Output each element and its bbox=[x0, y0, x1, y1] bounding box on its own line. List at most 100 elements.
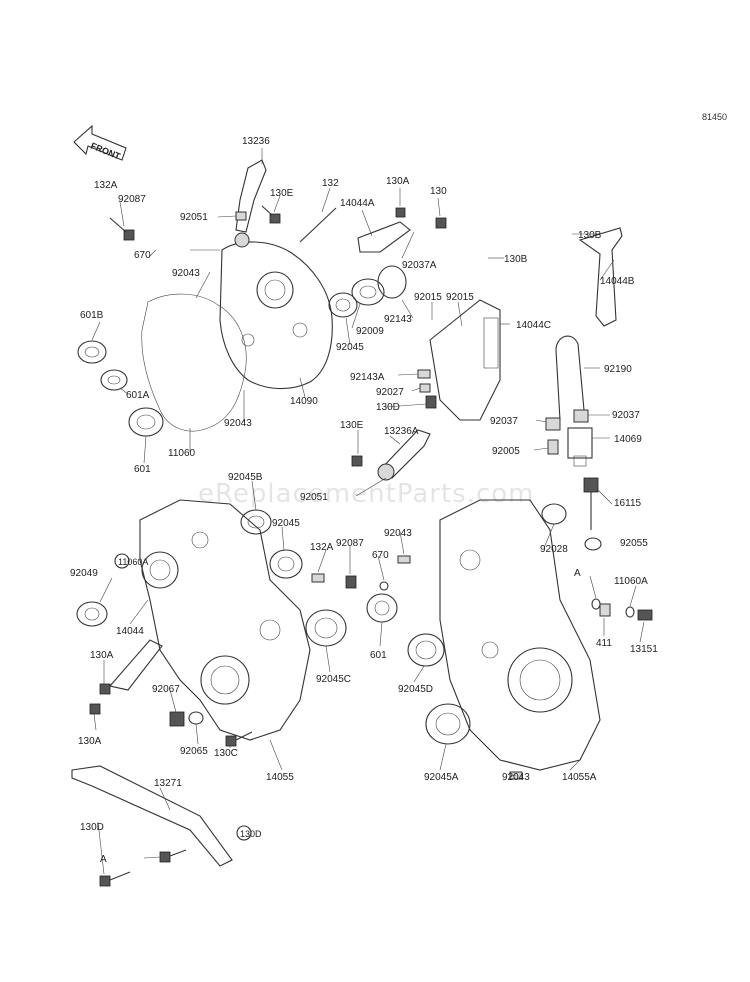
crankcase-bore-left bbox=[141, 551, 179, 589]
label-411: 411 bbox=[596, 638, 612, 649]
label-92067: 92067 bbox=[152, 684, 180, 695]
crankcase-right-hole-1 bbox=[459, 549, 481, 571]
plug-411 bbox=[599, 603, 611, 617]
marker-a-left: 11060A bbox=[114, 553, 148, 569]
label-92009: 92009 bbox=[356, 326, 384, 337]
bracket-14044c bbox=[429, 299, 501, 421]
label-92037a: 92037A bbox=[402, 260, 437, 271]
crankcase-14055 bbox=[139, 499, 311, 741]
cover-hole bbox=[292, 322, 308, 338]
label-14044c: 14044C bbox=[516, 320, 551, 331]
crankcase-14055a bbox=[439, 499, 601, 771]
label-14055: 14055 bbox=[266, 772, 294, 783]
bearing-92045a bbox=[425, 703, 471, 745]
label-11060a-1: A bbox=[574, 568, 581, 579]
label-92087-mid: 92087 bbox=[336, 538, 364, 549]
label-92027: 92027 bbox=[376, 387, 404, 398]
label-92045c: 92045C bbox=[316, 674, 351, 685]
crankcase-bore-main bbox=[200, 655, 250, 705]
cover-hole-2 bbox=[241, 333, 255, 347]
label-14044: 14044 bbox=[116, 626, 144, 637]
crankcase-cover-14090 bbox=[219, 241, 333, 390]
bolt-130d-1 bbox=[99, 871, 131, 887]
oring-670-mid bbox=[379, 581, 389, 591]
bearing-92045b bbox=[240, 509, 272, 535]
crankcase-hole-2 bbox=[259, 619, 281, 641]
bolt-130a-left bbox=[99, 683, 111, 695]
label-14044b: 14044B bbox=[600, 276, 635, 287]
label-92045-top: 92045 bbox=[336, 342, 364, 353]
label-670-mid: 670 bbox=[372, 550, 389, 561]
label-92037-m: 92037 bbox=[490, 416, 518, 427]
label-601a: 601A bbox=[126, 390, 150, 401]
label-92045d: 92045D bbox=[398, 684, 433, 695]
washer-92065 bbox=[188, 711, 204, 725]
pin-92043-c bbox=[397, 555, 411, 564]
label-92015-a: 92015 bbox=[414, 292, 442, 303]
label-14090: 14090 bbox=[290, 396, 318, 407]
crankcase-bore-left-inner bbox=[149, 559, 171, 581]
label-130d-mid: 130D bbox=[376, 402, 400, 413]
oil-seal-601a bbox=[100, 369, 128, 391]
crankcase-bore-main-inner bbox=[210, 665, 240, 695]
leader-lines bbox=[91, 148, 645, 875]
label-92043-d: 92043 bbox=[502, 772, 530, 783]
label-14044a: 14044A bbox=[340, 198, 375, 209]
label-92005: 92005 bbox=[492, 446, 520, 457]
label-92055: 92055 bbox=[620, 538, 648, 549]
oil-seal-601-mid bbox=[366, 593, 398, 623]
bolt-130a-top bbox=[395, 207, 406, 218]
nut-92051 bbox=[235, 211, 247, 221]
label-130a-bot: 130A bbox=[78, 736, 102, 747]
label-92045b: 92045B bbox=[228, 472, 263, 483]
label-13236: 13236 bbox=[242, 136, 270, 147]
bracket-slot bbox=[483, 317, 499, 369]
bearing-92045 bbox=[328, 292, 358, 318]
diagram-code: 81450 bbox=[702, 112, 727, 122]
shift-arm-13236 bbox=[235, 159, 267, 233]
breather-14069 bbox=[567, 427, 593, 467]
bearing-92009 bbox=[351, 278, 385, 306]
gasket-11060a-2 bbox=[625, 606, 635, 618]
clamp-92037-r bbox=[573, 409, 589, 423]
front-arrow-icon: FRONT bbox=[73, 124, 127, 162]
label-130b-2: 130B bbox=[504, 254, 528, 265]
watermark: eReplacementParts.com bbox=[198, 479, 535, 509]
label-92037-r: 92037 bbox=[612, 410, 640, 421]
label-92065: 92065 bbox=[180, 746, 208, 757]
label-132a-top: 132A bbox=[94, 180, 118, 191]
cover-bore-inner bbox=[264, 279, 286, 301]
oil-seal-601b bbox=[77, 340, 107, 364]
label-92143: 92143 bbox=[384, 314, 412, 325]
label-132a-mid: 132A bbox=[310, 542, 334, 553]
guard-13271 bbox=[71, 765, 233, 867]
stud-132 bbox=[299, 207, 337, 243]
pin-92143a bbox=[417, 369, 431, 379]
label-92015-b: 92015 bbox=[446, 292, 474, 303]
switch-16115 bbox=[583, 477, 602, 551]
label-92043-c: 92043 bbox=[384, 528, 412, 539]
label-92043-a: 92043 bbox=[172, 268, 200, 279]
bolt-130e-mid bbox=[351, 455, 363, 467]
label-130d-1: 130D bbox=[80, 822, 104, 833]
label-11060: 11060 bbox=[168, 448, 196, 459]
shift-arm-13236a-hub bbox=[377, 463, 395, 481]
gasket-11060a-1 bbox=[591, 598, 601, 610]
nut-130-top bbox=[435, 217, 447, 229]
label-92051-top: 92051 bbox=[180, 212, 208, 223]
label-130d-2: A bbox=[100, 854, 107, 865]
bolt-92087-mid bbox=[345, 575, 357, 589]
spacer-92027 bbox=[419, 383, 431, 393]
shift-arm-hub bbox=[234, 232, 250, 248]
svg-text:11060A: 11060A bbox=[118, 557, 148, 567]
oil-seal-92049 bbox=[76, 601, 108, 627]
plug-13151 bbox=[637, 609, 653, 621]
label-13271: 13271 bbox=[154, 778, 182, 789]
cover-bore bbox=[256, 271, 294, 309]
label-601b: 601B bbox=[80, 310, 104, 321]
label-130-top: 130 bbox=[430, 186, 447, 197]
label-601-mid: 601 bbox=[370, 650, 387, 661]
label-92043-b: 92043 bbox=[224, 418, 252, 429]
label-130a-top: 130A bbox=[386, 176, 410, 187]
